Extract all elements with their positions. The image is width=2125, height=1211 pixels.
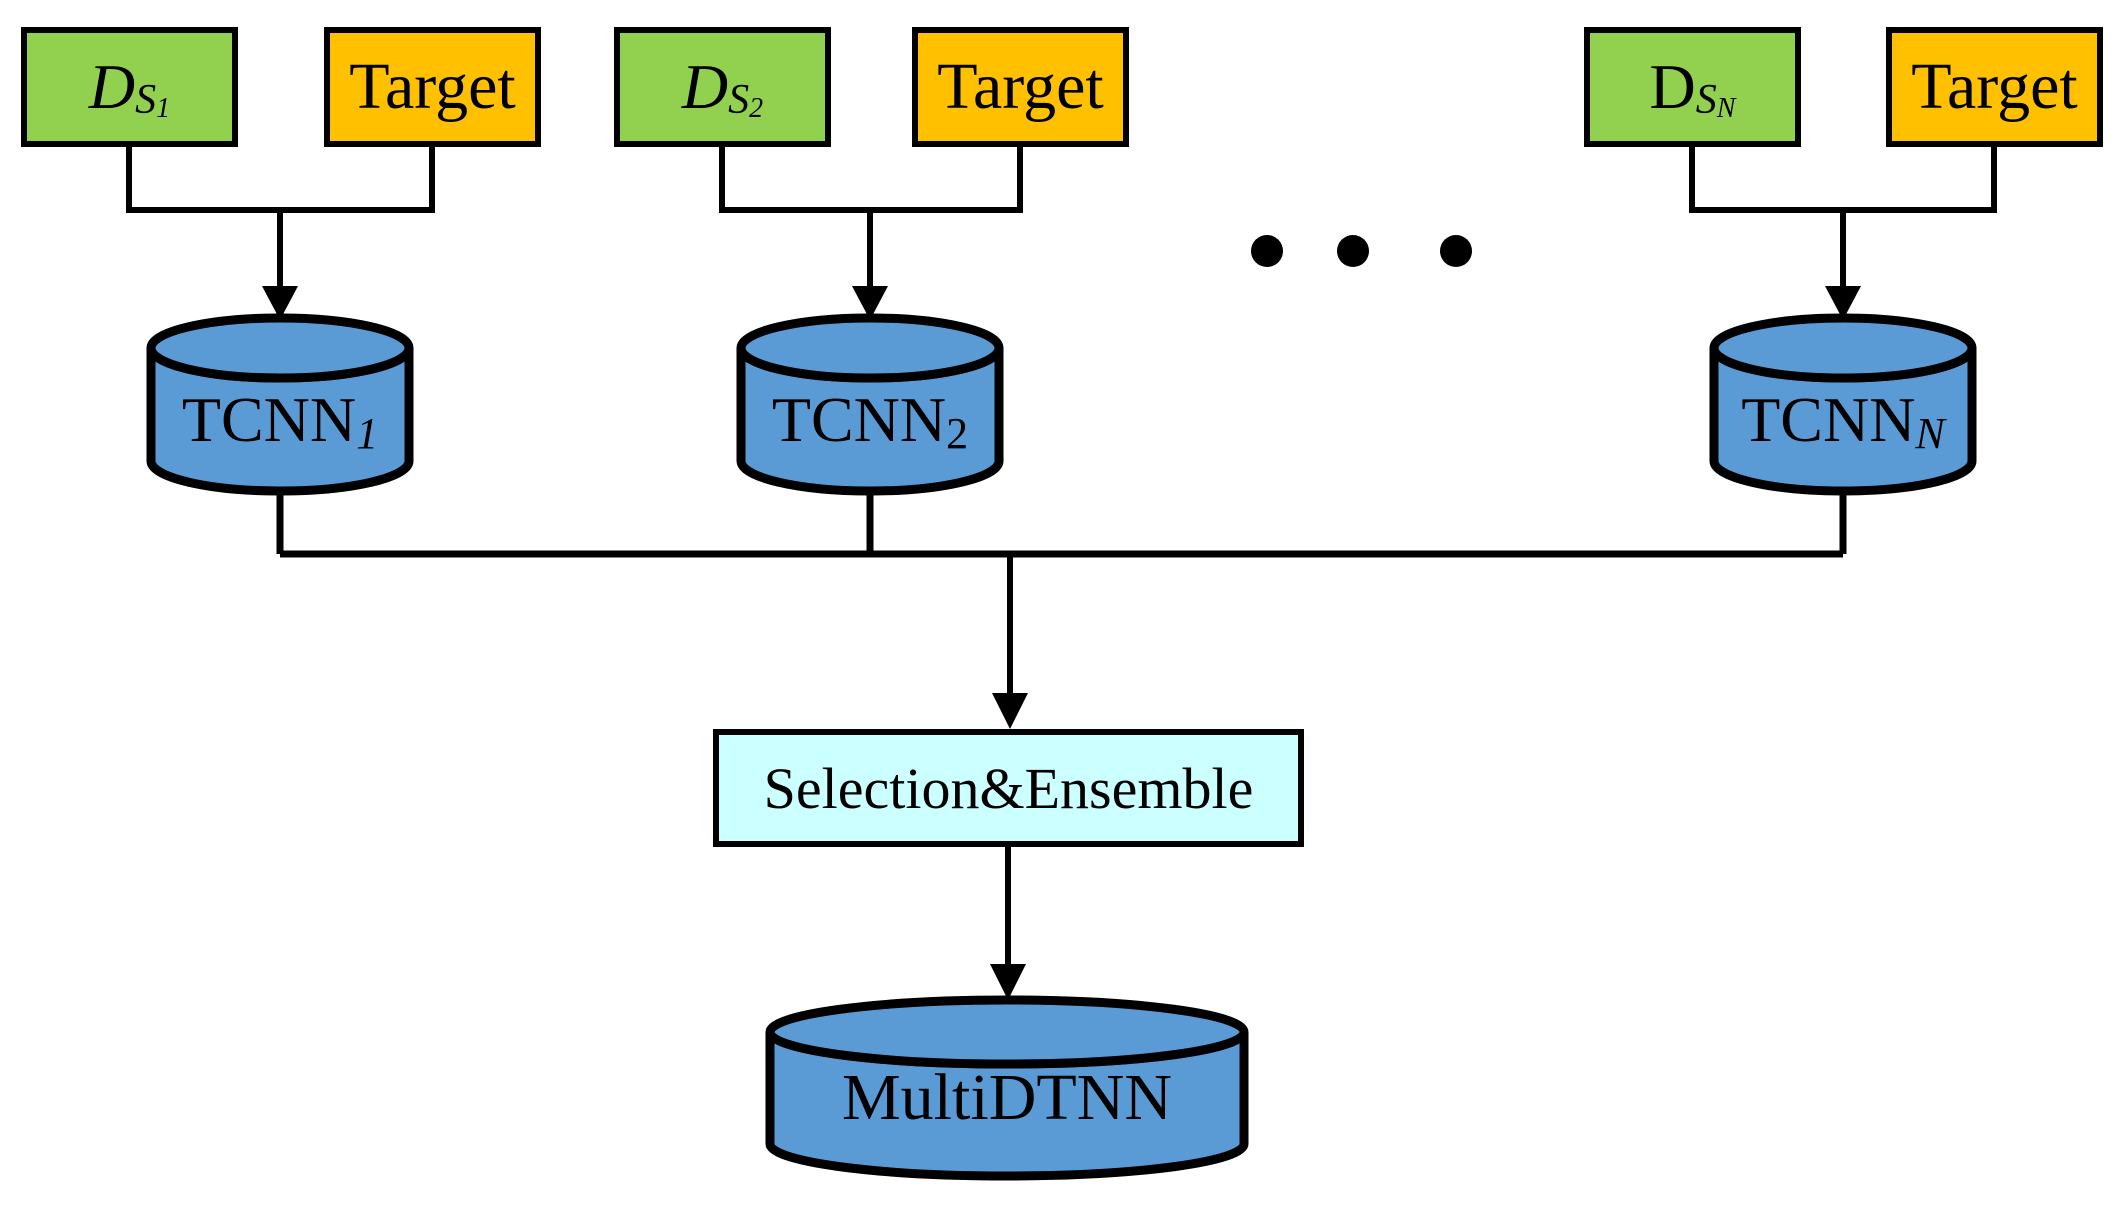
arrow-into-tcnn1-icon <box>262 286 298 320</box>
target-2-label: Target <box>937 50 1104 123</box>
target-1-label: Target <box>349 50 516 123</box>
multidtnn-cylinder-top <box>765 995 1249 1069</box>
source-dataset-n-label: D <box>1649 51 1696 122</box>
selection-ensemble-label: Selection&Ensemble <box>763 755 1254 821</box>
source-dataset-2-index: 2 <box>749 93 764 124</box>
target-2-box: Target <box>912 27 1129 147</box>
bus-line <box>276 491 1847 558</box>
ellipsis-dot-1 <box>1251 235 1283 267</box>
tcnnn-cylinder-top <box>1709 313 1977 383</box>
target-n-box: Target <box>1886 27 2103 147</box>
source-dataset-2-sub: S <box>728 77 750 123</box>
arrow-into-selection-icon <box>992 693 1028 729</box>
selection-ensemble-box: Selection&Ensemble <box>713 729 1304 847</box>
target-n-label: Target <box>1911 50 2078 123</box>
arrow-into-tcnnn-icon <box>1825 286 1861 320</box>
tcnn1-cylinder <box>146 313 414 496</box>
connector-pair-2 <box>719 147 1023 290</box>
arrow-into-tcnn2-icon <box>852 286 888 320</box>
tcnn2-cylinder <box>736 313 1004 496</box>
source-dataset-1-label: D <box>88 51 136 122</box>
arrow-into-multidtnn-icon <box>990 964 1026 1000</box>
source-dataset-1-index: 1 <box>156 93 171 124</box>
multidtnn-cylinder <box>765 995 1249 1181</box>
ellipsis-dots <box>1251 235 1472 267</box>
source-dataset-n-sub: S <box>1695 77 1717 123</box>
ellipsis-dot-2 <box>1337 235 1369 267</box>
tcnn1-cylinder-top <box>146 313 414 383</box>
connector-pair-1 <box>126 147 435 290</box>
tcnn2-cylinder-top <box>736 313 1004 383</box>
connector-pair-n <box>1689 147 1997 290</box>
source-dataset-n-index: N <box>1716 93 1736 124</box>
ellipsis-dot-3 <box>1440 235 1472 267</box>
tcnnn-cylinder <box>1709 313 1977 496</box>
source-dataset-2-label: D <box>681 51 729 122</box>
target-1-box: Target <box>324 27 541 147</box>
source-dataset-1-sub: S <box>135 77 157 123</box>
